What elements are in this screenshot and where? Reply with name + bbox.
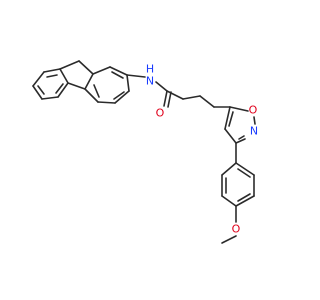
atom-label-amide-nitrogen: N H xyxy=(146,63,154,88)
fluorene-five-ring xyxy=(59,60,94,90)
fluorene-right-ring xyxy=(84,66,130,104)
fluorene-left-ring xyxy=(32,68,69,100)
amide-chain xyxy=(126,74,231,108)
oxadiazole-nitrogen-label: N xyxy=(250,125,258,138)
methoxyphenyl-ring xyxy=(221,142,255,207)
amide-hydrogen-label: H xyxy=(146,63,154,76)
oxadiazole-oxygen-label: O xyxy=(249,104,258,117)
molecule-diagram: N H O O N O xyxy=(32,60,258,244)
oxadiazole-ring xyxy=(224,106,256,144)
amide-nitrogen-label: N xyxy=(146,75,154,88)
carbonyl-oxygen-label: O xyxy=(156,107,165,120)
methoxy-oxygen-label: O xyxy=(232,223,241,236)
structure-canvas: N H O O N O xyxy=(32,60,258,244)
methoxy-group xyxy=(221,205,237,244)
